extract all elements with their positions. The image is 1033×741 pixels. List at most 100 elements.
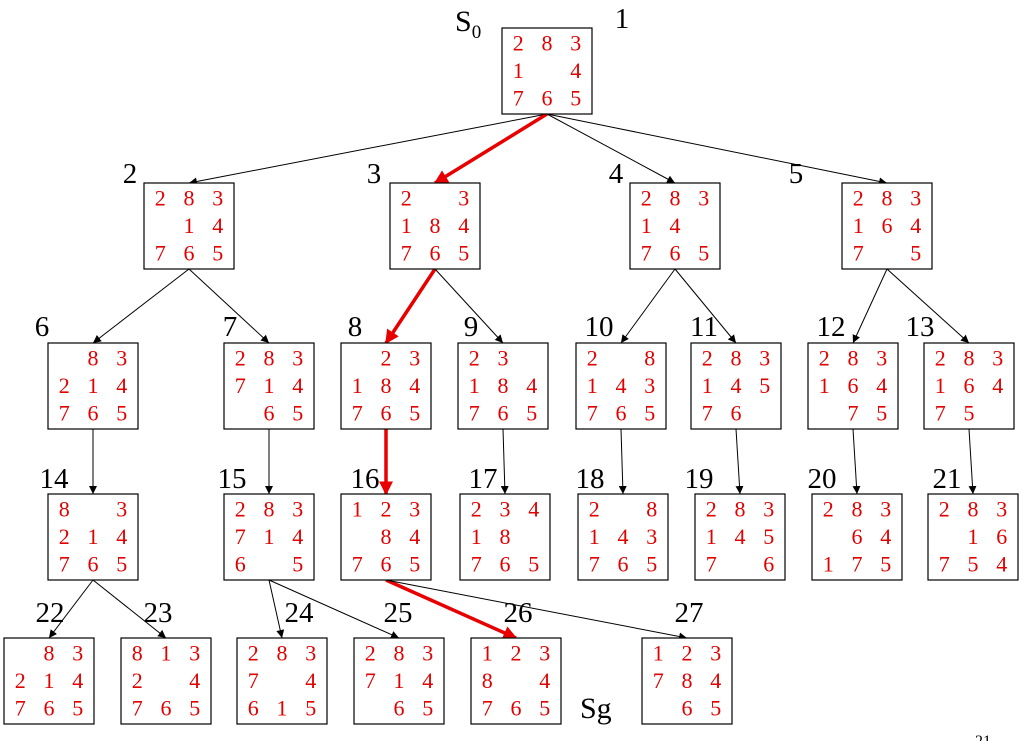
tile-1: 1 bbox=[641, 213, 652, 238]
tile-5: 5 bbox=[409, 551, 420, 576]
tile-7: 7 bbox=[59, 400, 70, 425]
tile-1: 1 bbox=[819, 373, 830, 398]
tile-1: 1 bbox=[352, 373, 363, 398]
tile-4: 4 bbox=[876, 373, 887, 398]
tile-3: 3 bbox=[422, 640, 433, 665]
tile-5: 5 bbox=[964, 400, 975, 425]
tile-4: 4 bbox=[880, 524, 891, 549]
tile-4: 4 bbox=[731, 373, 742, 398]
tile-7: 7 bbox=[853, 240, 864, 265]
tile-7: 7 bbox=[641, 240, 652, 265]
tile-2: 2 bbox=[59, 373, 70, 398]
state-box bbox=[120, 637, 212, 725]
tile-1: 1 bbox=[264, 524, 275, 549]
state-box bbox=[575, 342, 667, 430]
tile-6: 6 bbox=[882, 213, 893, 238]
state-box bbox=[811, 493, 903, 581]
tree-edge-arrow-1-5 bbox=[546, 113, 888, 186]
tile-2: 2 bbox=[682, 640, 693, 665]
tile-1: 1 bbox=[264, 373, 275, 398]
tile-5: 5 bbox=[116, 551, 127, 576]
tile-6: 6 bbox=[498, 400, 509, 425]
tile-7: 7 bbox=[848, 400, 859, 425]
tile-1: 1 bbox=[401, 213, 412, 238]
state-box bbox=[389, 182, 481, 270]
tree-edge-arrow-15-25 bbox=[268, 579, 400, 639]
tile-1: 1 bbox=[184, 213, 195, 238]
tile-6: 6 bbox=[88, 400, 99, 425]
tile-1: 1 bbox=[968, 524, 979, 549]
tile-1: 1 bbox=[88, 524, 99, 549]
node-number-label: 15 bbox=[218, 463, 247, 495]
tile-6: 6 bbox=[618, 551, 629, 576]
tile-4: 4 bbox=[570, 58, 581, 83]
tile-7: 7 bbox=[132, 695, 143, 720]
tile-8: 8 bbox=[682, 668, 693, 693]
tile-8: 8 bbox=[44, 640, 55, 665]
tile-7: 7 bbox=[513, 85, 524, 110]
tile-3: 3 bbox=[116, 345, 127, 370]
tile-7: 7 bbox=[589, 551, 600, 576]
tile-4: 4 bbox=[409, 524, 420, 549]
tile-5: 5 bbox=[570, 85, 581, 110]
tile-6: 6 bbox=[235, 551, 246, 576]
tile-5: 5 bbox=[526, 400, 537, 425]
tile-2: 2 bbox=[381, 345, 392, 370]
tile-3: 3 bbox=[763, 496, 774, 521]
tile-1: 1 bbox=[823, 551, 834, 576]
tile-6: 6 bbox=[500, 551, 511, 576]
node-number-label: 3 bbox=[367, 158, 382, 190]
tile-5: 5 bbox=[880, 551, 891, 576]
tile-3: 3 bbox=[759, 345, 770, 370]
tile-3: 3 bbox=[305, 640, 316, 665]
tile-4: 4 bbox=[72, 668, 83, 693]
tile-6: 6 bbox=[682, 695, 693, 720]
tile-4: 4 bbox=[189, 668, 200, 693]
state-box bbox=[143, 182, 235, 270]
tile-7: 7 bbox=[401, 240, 412, 265]
tree-edge-arrow-4-11 bbox=[674, 268, 737, 344]
tree-edge-arrow-2-7 bbox=[188, 268, 270, 344]
tree-edge-arrow-5-13 bbox=[886, 268, 970, 344]
tile-4: 4 bbox=[618, 524, 629, 549]
tile-2: 2 bbox=[469, 345, 480, 370]
tile-8: 8 bbox=[731, 345, 742, 370]
tile-2: 2 bbox=[401, 185, 412, 210]
state-box bbox=[807, 342, 899, 430]
tree-edge-arrow-10-18 bbox=[618, 428, 627, 495]
tile-2: 2 bbox=[853, 185, 864, 210]
tile-4: 4 bbox=[116, 524, 127, 549]
tile-3: 3 bbox=[116, 496, 127, 521]
tile-4: 4 bbox=[996, 551, 1007, 576]
tile-4: 4 bbox=[539, 668, 550, 693]
tile-6: 6 bbox=[763, 551, 774, 576]
tree-edge-arrow-2-6 bbox=[92, 268, 190, 344]
tile-3: 3 bbox=[212, 185, 223, 210]
edges-layer bbox=[48, 112, 977, 641]
state-box bbox=[927, 493, 1019, 581]
tile-8: 8 bbox=[132, 640, 143, 665]
tile-7: 7 bbox=[59, 551, 70, 576]
tile-7: 7 bbox=[935, 400, 946, 425]
tree-edge-arrow-14-22 bbox=[48, 579, 94, 639]
tile-5: 5 bbox=[710, 695, 721, 720]
tile-6: 6 bbox=[88, 551, 99, 576]
state-box bbox=[47, 493, 139, 581]
tile-4: 4 bbox=[616, 373, 627, 398]
tile-1: 1 bbox=[935, 373, 946, 398]
state-box bbox=[694, 493, 786, 581]
tile-7: 7 bbox=[939, 551, 950, 576]
state-box bbox=[223, 342, 315, 430]
tile-5: 5 bbox=[72, 695, 83, 720]
tile-2: 2 bbox=[248, 640, 259, 665]
tile-8: 8 bbox=[88, 345, 99, 370]
